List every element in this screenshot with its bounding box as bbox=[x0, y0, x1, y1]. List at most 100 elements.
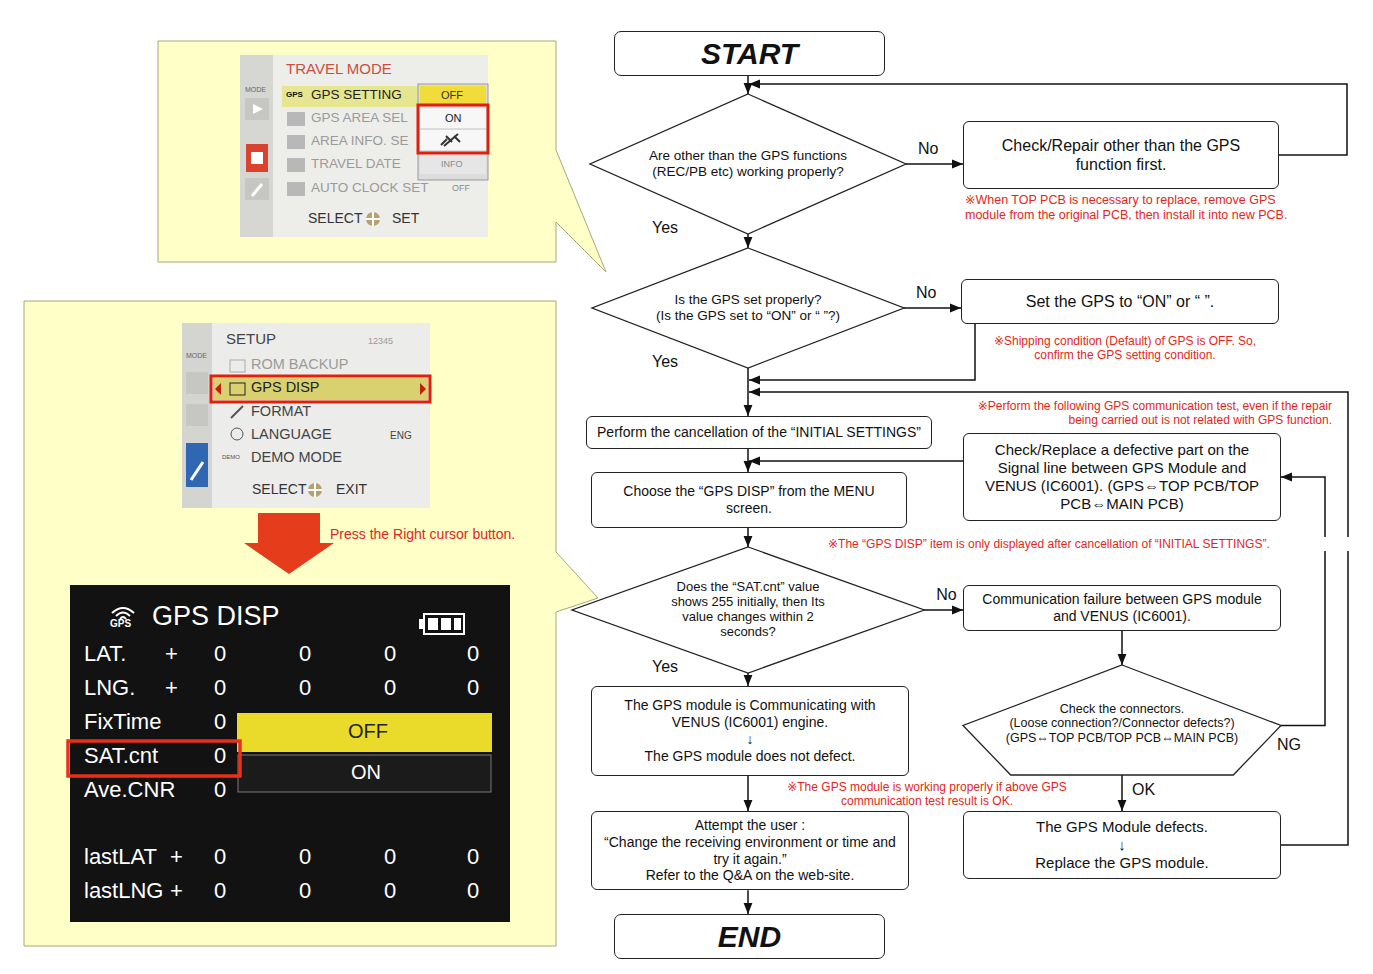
red-highlight bbox=[418, 105, 488, 153]
cursor-triangle bbox=[420, 383, 426, 395]
selected-tab bbox=[246, 144, 268, 172]
screen-text: SAT.cnt bbox=[84, 745, 158, 767]
edge-label: Yes bbox=[650, 219, 680, 237]
screen-text: FORMAT bbox=[251, 404, 311, 419]
screen-text: + bbox=[170, 846, 183, 868]
battery-icon bbox=[424, 614, 464, 634]
setup-screen bbox=[182, 323, 430, 508]
tab-icon bbox=[251, 152, 263, 164]
node-text: The GPS module does not defect. bbox=[645, 748, 856, 765]
flow-arrow bbox=[906, 163, 963, 165]
flow-arrow bbox=[747, 528, 749, 547]
decision-pentagon: Check the connectors.(Loose connection?/… bbox=[963, 665, 1281, 775]
screen-text: 0 bbox=[384, 677, 396, 699]
edge-label: No bbox=[934, 586, 958, 604]
screen-text: GPS SETTING bbox=[311, 88, 402, 102]
screen-text: OFF bbox=[348, 721, 388, 741]
row-highlight bbox=[213, 378, 428, 400]
screen-text: GPS bbox=[286, 91, 303, 99]
process-box: Set the GPS to “ON” or “ ”. bbox=[961, 279, 1279, 324]
screen-text: LAT. bbox=[84, 643, 126, 665]
flow-arrow bbox=[747, 368, 749, 416]
format-icon bbox=[231, 406, 243, 418]
flow-arrow bbox=[747, 776, 749, 811]
process-box: Check/Replace a defective part on the Si… bbox=[963, 433, 1281, 521]
cursor-icon bbox=[366, 212, 380, 226]
row-icon bbox=[287, 135, 305, 149]
on-cell bbox=[420, 108, 486, 128]
node-text: Are other than the GPS functions (REC/PB… bbox=[648, 148, 848, 179]
node-text: The GPS module is Communicating with VEN… bbox=[600, 697, 900, 731]
decision-diamond: Are other than the GPS functions (REC/PB… bbox=[590, 94, 906, 234]
screen-text: AREA INFO. SE bbox=[311, 134, 409, 148]
flow-arrow bbox=[747, 234, 749, 248]
diamond-outline bbox=[590, 94, 906, 234]
wrench-icon bbox=[252, 184, 262, 196]
travel-mode-screen bbox=[240, 55, 488, 237]
screen-text: 0 bbox=[214, 711, 226, 733]
screen-text: TRAVEL DATE bbox=[311, 157, 401, 171]
node-text: Set the GPS to “ON” or “ ”. bbox=[1026, 292, 1215, 311]
screen-text: 0 bbox=[214, 677, 226, 699]
red-note: ※When TOP PCB is necessary to replace, r… bbox=[965, 193, 1295, 223]
cursor-icon bbox=[366, 212, 380, 226]
screen-text: 0 bbox=[467, 880, 479, 902]
screen-text: DEMO bbox=[222, 454, 240, 460]
screen-text: 0 bbox=[299, 846, 311, 868]
node-text: Replace the GPS module. bbox=[1035, 854, 1208, 872]
node-text: START bbox=[701, 36, 798, 72]
red-highlight bbox=[211, 376, 430, 402]
row-icon bbox=[287, 158, 305, 172]
screen-text: lastLAT bbox=[84, 846, 157, 868]
callout-panel bbox=[24, 301, 598, 946]
red-note: ※Perform the following GPS communication… bbox=[960, 399, 1332, 428]
decision-diamond: Does the “SAT.cnt” value shows 255 initi… bbox=[572, 547, 924, 673]
node-text: “Change the receiving environment or tim… bbox=[600, 834, 900, 868]
screen-text: SELECT bbox=[252, 482, 306, 496]
cursor-icon bbox=[308, 483, 322, 497]
tab-strip bbox=[182, 323, 212, 508]
down-arrow bbox=[244, 513, 334, 574]
battery-cell bbox=[441, 618, 451, 630]
screen-text: 0 bbox=[214, 880, 226, 902]
screen-text: MODE bbox=[245, 86, 266, 93]
popup bbox=[418, 84, 488, 180]
edge-label: OK bbox=[1130, 781, 1157, 799]
node-text: Is the GPS set properly? bbox=[648, 292, 848, 308]
flow-arrow bbox=[904, 307, 961, 309]
flow-arrow bbox=[1281, 477, 1325, 726]
decision-diamond: Is the GPS set properly?(Is the GPS set … bbox=[592, 248, 904, 368]
node-text: Communication failure between GPS module… bbox=[972, 591, 1272, 625]
tab bbox=[186, 372, 208, 394]
node-text: (GPS⇔TOP PCB/TOP PCB⇔MAIN PCB) bbox=[986, 731, 1258, 745]
tab bbox=[186, 404, 208, 426]
play-icon bbox=[253, 104, 263, 114]
screen-text: 0 bbox=[384, 846, 396, 868]
screen-text: GPS AREA SEL bbox=[311, 111, 408, 125]
screen-text: LNG. bbox=[84, 677, 135, 699]
battery-cell bbox=[454, 618, 461, 630]
screen-text: 0 bbox=[299, 677, 311, 699]
process-box: Choose the “GPS DISP” from the MENU scre… bbox=[591, 472, 907, 528]
process-box: Check/Repair other than the GPS function… bbox=[963, 121, 1279, 189]
screen-text: AUTO CLOCK SET bbox=[311, 181, 429, 195]
screen-text: OFF bbox=[452, 184, 470, 193]
wrench-icon bbox=[191, 462, 203, 480]
screen-text: GPS DISP bbox=[152, 603, 280, 630]
screen-text: 0 bbox=[299, 643, 311, 665]
node-text: Choose the “GPS DISP” from the MENU scre… bbox=[600, 483, 898, 517]
screen-text: 0 bbox=[384, 880, 396, 902]
diamond-outline bbox=[592, 248, 904, 368]
screen-text: Ave.CNR bbox=[84, 779, 175, 801]
node-text: ↓ bbox=[1118, 836, 1126, 854]
red-note: ※The “GPS DISP” item is only displayed a… bbox=[828, 537, 1363, 551]
screen-text: + bbox=[170, 880, 183, 902]
instruction-note: Press the Right cursor button. bbox=[330, 527, 515, 541]
process-box: The GPS Module defects.↓Replace the GPS … bbox=[963, 811, 1281, 879]
battery-cell bbox=[428, 618, 438, 630]
screen-text: FixTime bbox=[84, 711, 161, 733]
screen-text: 0 bbox=[384, 643, 396, 665]
cursor-triangle bbox=[215, 383, 221, 395]
row-icon bbox=[287, 112, 305, 126]
flow-arrow bbox=[747, 76, 749, 94]
